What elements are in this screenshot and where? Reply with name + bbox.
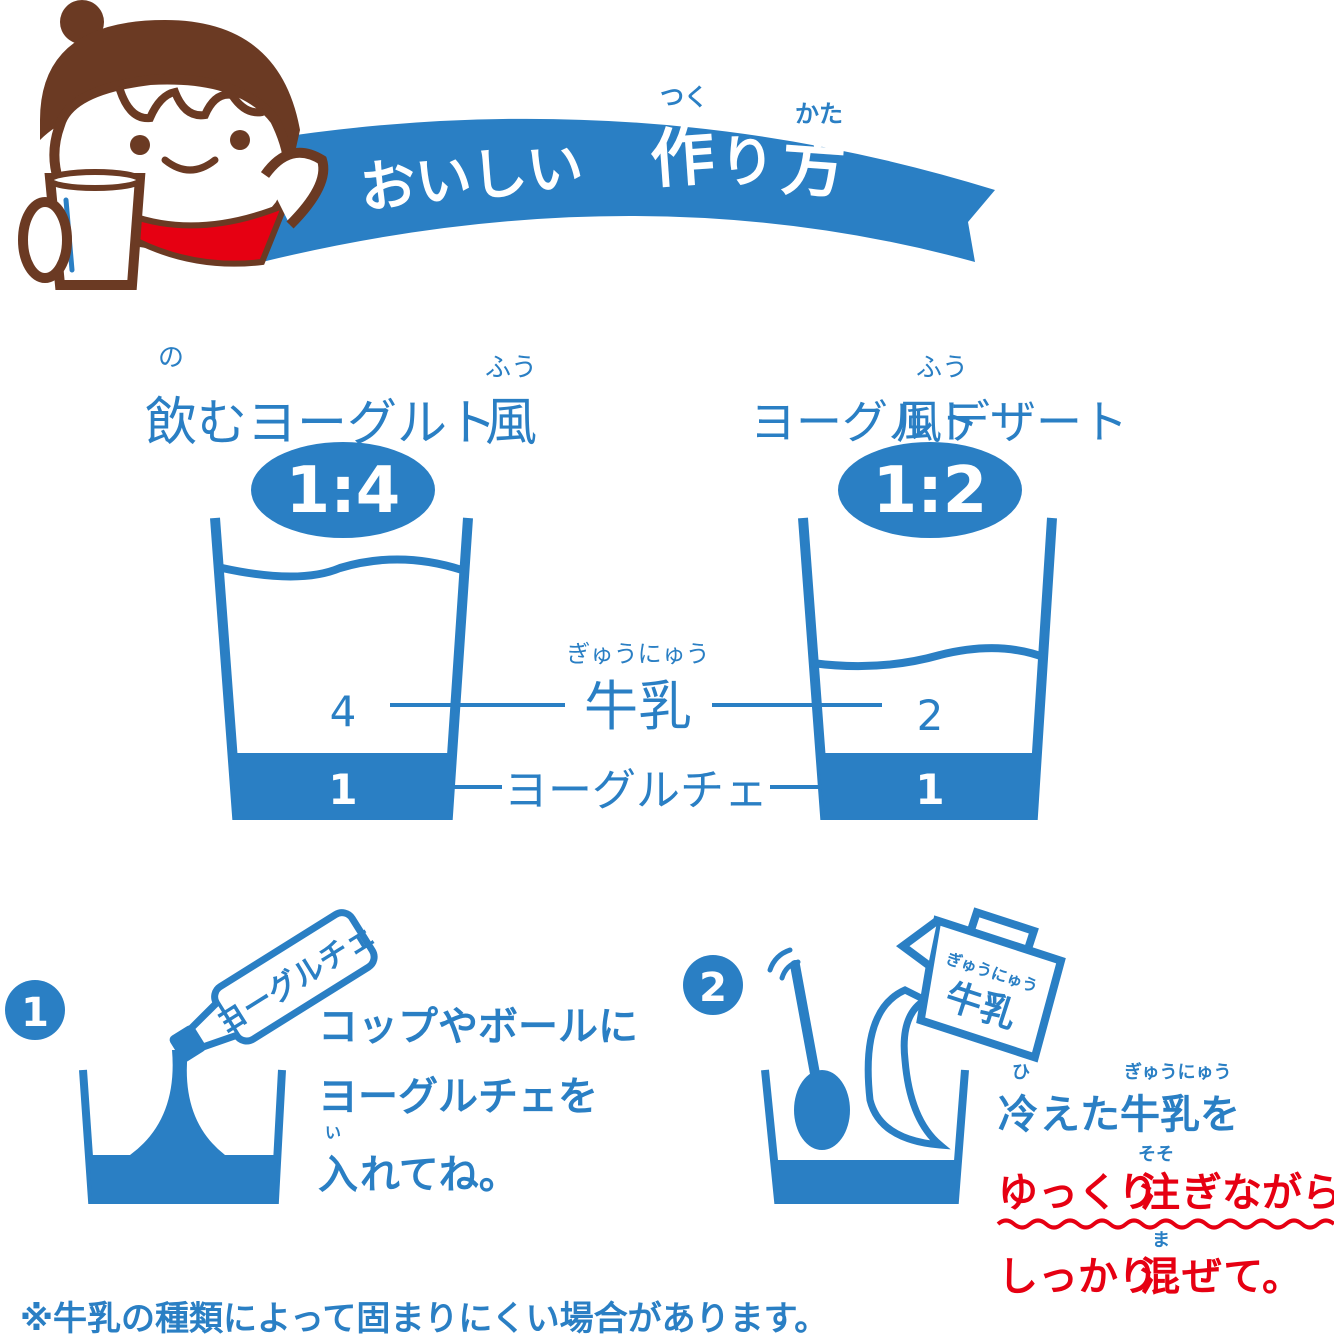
step-1-line-3-rest: れてね。 — [360, 1152, 519, 1198]
step-2-milk-stream — [864, 986, 951, 1150]
right-ruby-fuu: ふう — [916, 353, 968, 383]
milk-ruby: ぎゅうにゅう — [566, 640, 709, 668]
ribbon-shape — [262, 118, 995, 262]
ruby-soso: そそ — [1138, 1144, 1174, 1165]
right-name-prefix: ヨーグルト — [750, 395, 980, 449]
left-milk-surface — [221, 555, 464, 581]
step-2-line-2-prefix: ゆっくり — [998, 1170, 1158, 1216]
right-milk-surface — [811, 644, 1048, 671]
left-recipe: 飲 むヨーグルト 風 の ふう 1:4 4 1 — [145, 343, 537, 820]
step-2-line-3-prefix: しっかり — [998, 1254, 1158, 1300]
right-yogurt-layer — [818, 753, 1039, 815]
step-2-number: 2 — [699, 965, 727, 1011]
step-1-badge — [5, 980, 65, 1040]
yogurt-label: ヨーグルチェ — [504, 765, 768, 816]
right-ratio: 1:2 — [873, 454, 988, 528]
milk-pitcher: 牛乳 ぎゅうにゅう — [896, 907, 1066, 1063]
step-2-line-1-kanji: 冷 — [998, 1092, 1038, 1138]
left-ratio-badge — [251, 442, 435, 538]
step-1-pour-stream — [130, 1050, 225, 1155]
ruby-gyuunyuu: ぎゅうにゅう — [1124, 1061, 1231, 1083]
step-1-line-3-kanji: 入 — [318, 1152, 358, 1198]
ruby-hi: ひ — [1012, 1062, 1030, 1083]
left-milk-parts: 4 — [330, 687, 357, 736]
right-eye — [230, 130, 250, 150]
ruby-kata: かた — [795, 100, 843, 128]
legend: 牛乳 ぎゅうにゅう ヨーグルチェ — [390, 640, 882, 816]
title-kanji-kata: 方 — [779, 130, 848, 208]
step-2-line-3-suffix: ぜて。 — [1182, 1254, 1302, 1300]
step-2-bowl-liquid — [772, 1160, 960, 1200]
mascot-character — [18, 0, 329, 290]
step-1-number: 1 — [21, 990, 49, 1036]
left-ratio: 1:4 — [286, 454, 401, 528]
step-2-badge — [683, 955, 743, 1015]
ruby-tsuku: つく — [660, 83, 708, 111]
ruby-no: の — [158, 343, 184, 373]
right-yogurt-parts: 1 — [915, 765, 944, 814]
title-middle: り — [718, 129, 776, 196]
step-1-line-1: コップやボールに — [318, 1004, 638, 1050]
bangs — [116, 86, 266, 123]
mouth — [161, 156, 219, 174]
yogurt-bottle: ヨーグルチェ — [169, 909, 382, 1062]
left-ruby-fuu: ふう — [485, 353, 537, 383]
pitcher-body — [916, 915, 1066, 1063]
left-name-kanji-fuu: 風 — [485, 393, 537, 453]
left-yogurt-layer — [230, 753, 455, 815]
red-scarf — [126, 199, 291, 267]
raised-arm — [260, 147, 329, 229]
left-name-kanji-no: 飲 — [145, 393, 197, 453]
step-2-line-2-kanji: 注 — [1140, 1170, 1180, 1216]
left-yogurt-parts: 1 — [328, 765, 357, 814]
spoon-head — [794, 1070, 850, 1150]
title-banner: おいしい 作 り 方 つく かた — [262, 83, 995, 262]
bottle-cap — [169, 1025, 206, 1062]
spoon-handle — [790, 960, 823, 1095]
pitcher-handle — [966, 907, 1039, 952]
ruby-i: い — [325, 1123, 341, 1142]
right-name-suffix: デザート — [944, 395, 1128, 449]
step-2: 2 牛乳 ぎゅうにゅう 冷 えた牛乳を ひ ぎゅうにゅう ゆっくり 注 ぎながら… — [683, 907, 1334, 1300]
step-2-line-1-rest: えた牛乳を — [1040, 1092, 1240, 1138]
emphasis-wave-underline — [996, 1218, 1334, 1230]
milk-label: 牛乳 — [584, 675, 692, 738]
footnote: ※牛乳の種類によって固まりにくい場合があります。 — [20, 1299, 828, 1339]
right-name-kanji-fuu: 風 — [896, 395, 942, 449]
step-1-line-2: ヨーグルチェを — [318, 1074, 598, 1120]
hand — [18, 197, 72, 283]
pitcher-spout — [896, 917, 940, 969]
right-ratio-badge — [838, 442, 1022, 538]
right-recipe: ヨーグルト 風 デザート ふう 1:2 2 1 — [750, 353, 1128, 820]
step-1-bowl-liquid — [89, 1155, 278, 1200]
right-milk-parts: 2 — [917, 691, 944, 740]
motion-line-1 — [767, 947, 793, 973]
ruby-ma: ま — [1152, 1230, 1170, 1251]
step-2-line-3-kanji: 混 — [1140, 1254, 1180, 1300]
left-eye — [130, 135, 150, 155]
step-1: 1 ヨーグルチェ コップやボールに ヨーグルチェを 入 れてね。 い — [5, 909, 638, 1204]
title-kanji-tsuku: 作 — [648, 120, 717, 198]
glass-rim — [47, 169, 143, 191]
step-2-line-2-suffix: ぎながら — [1182, 1170, 1334, 1216]
